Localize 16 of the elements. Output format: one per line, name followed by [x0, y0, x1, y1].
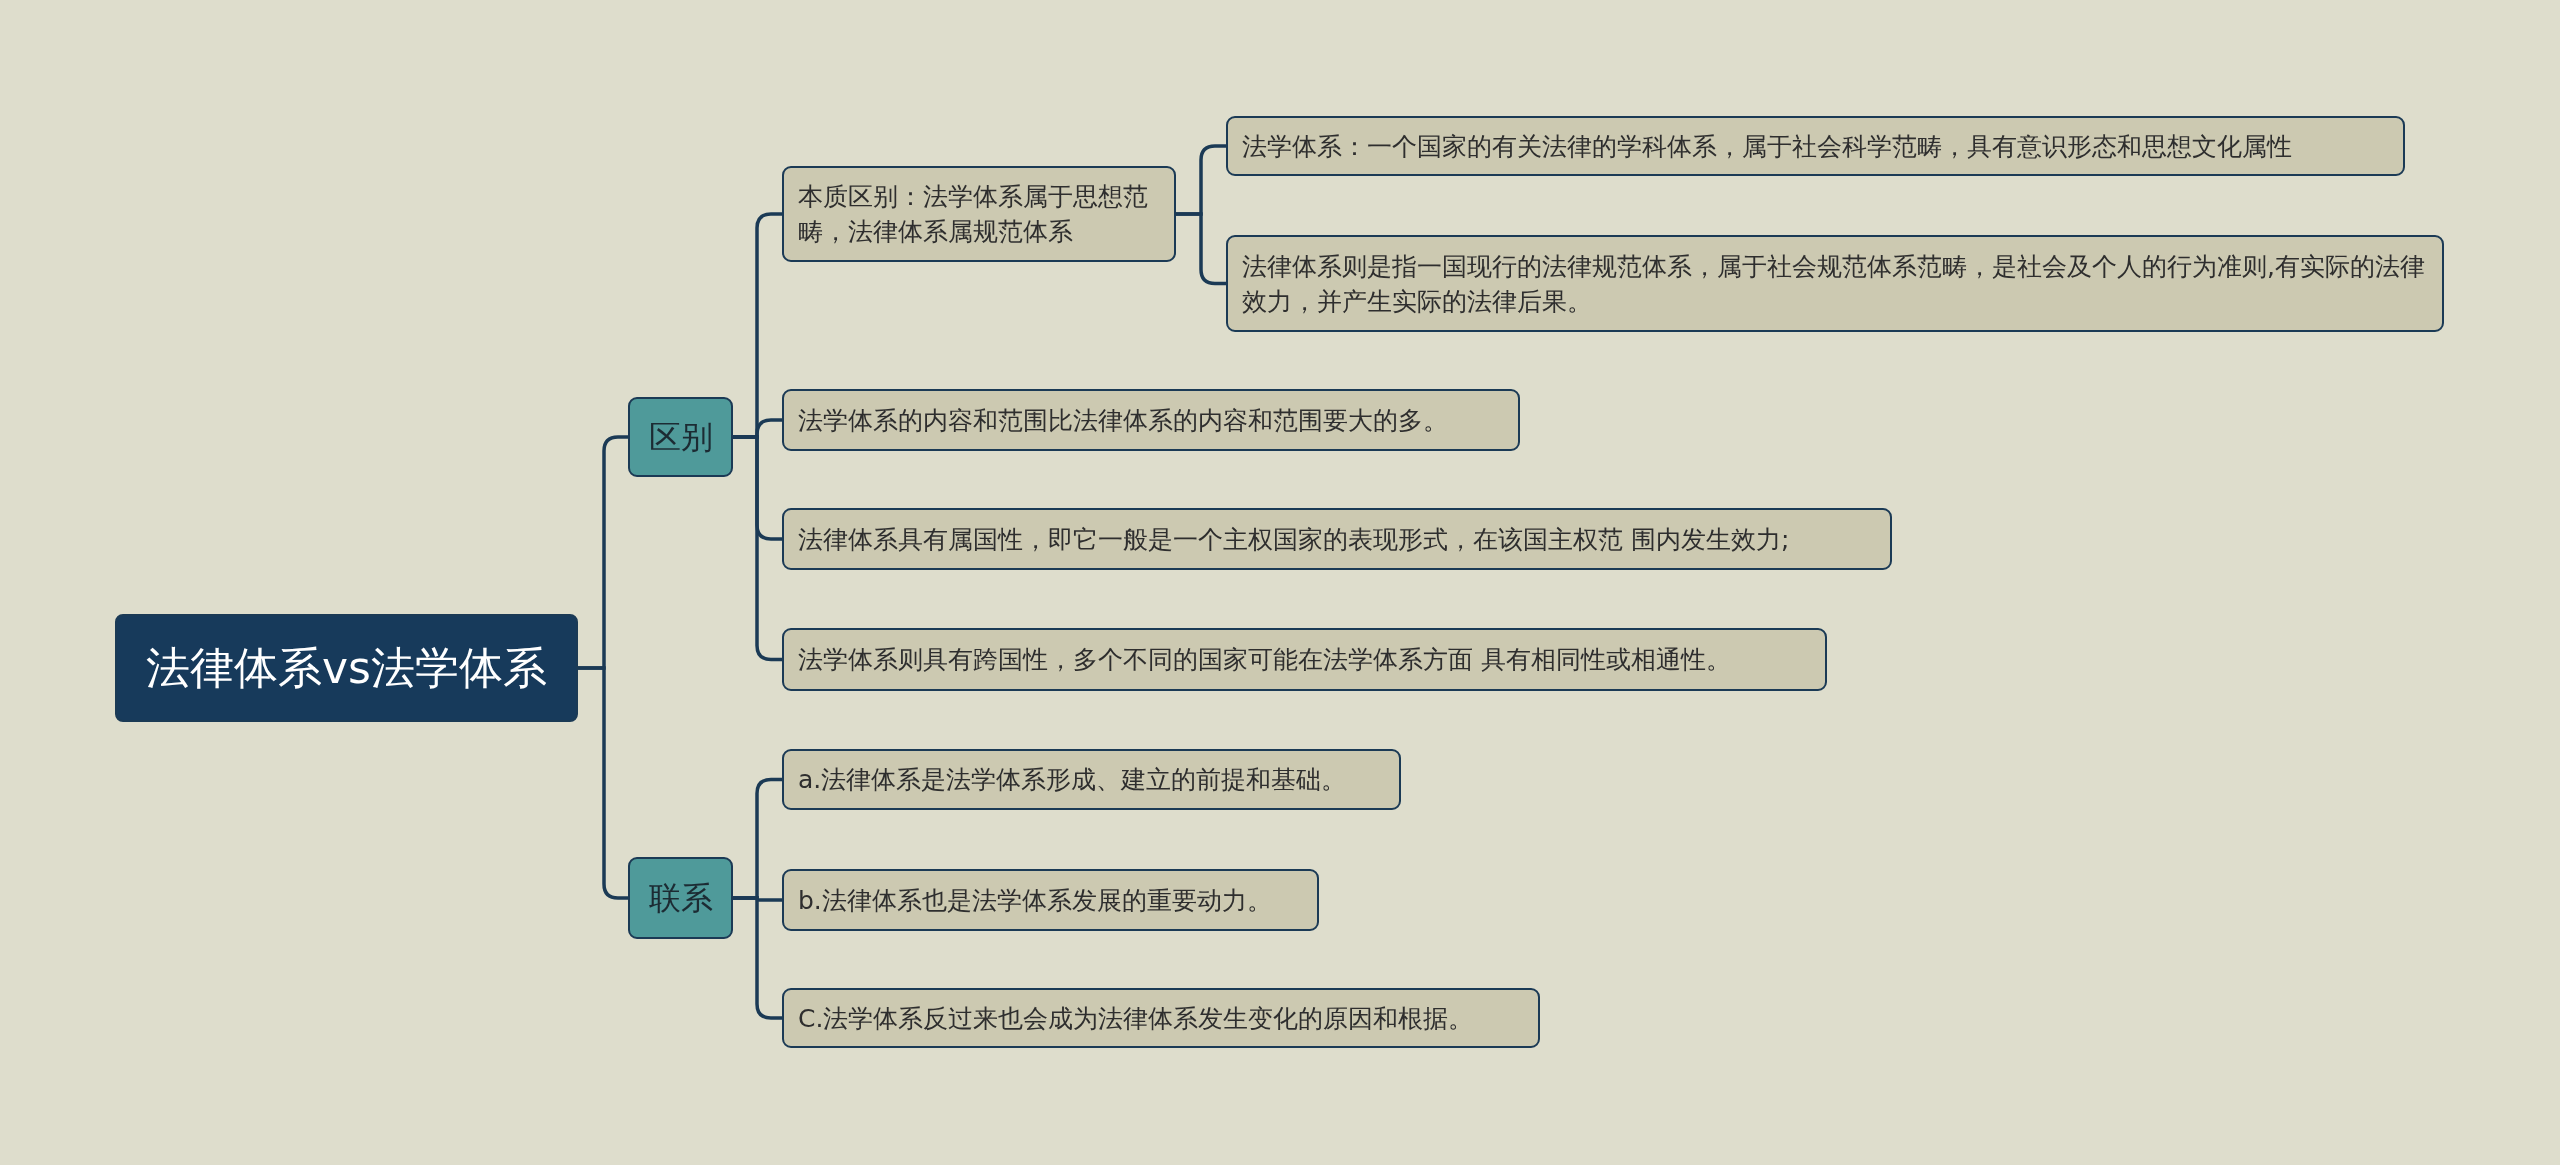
topic-box: 法律体系则是指一国现行的法律规范体系，属于社会规范体系范畴，是社会及个人的行为准则,有实际的法律效力，并产生实际的法律后果。 [1226, 235, 2444, 332]
connector-line [733, 896, 782, 1020]
connector-line [1176, 212, 1226, 286]
topic-box: C.法学体系反过来也会成为法律体系发生变化的原因和根据。 [782, 988, 1540, 1048]
topic-box: b.法律体系也是法学体系发展的重要动力。 [782, 869, 1319, 931]
topic-box: 法律体系具有属国性，即它一般是一个主权国家的表现形式，在该国主权范 围内发生效力; [782, 508, 1892, 570]
branch-node: 联系 [628, 857, 733, 939]
topic-box: a.法律体系是法学体系形成、建立的前提和基础。 [782, 749, 1401, 810]
root-node: 法律体系vs法学体系 [115, 614, 578, 722]
topic-box: 法学体系则具有跨国性，多个不同的国家可能在法学体系方面 具有相同性或相通性。 [782, 628, 1827, 691]
connector-line [578, 666, 628, 900]
topic-box: 法学体系的内容和范围比法律体系的内容和范围要大的多。 [782, 389, 1520, 451]
topic-box: 法学体系：一个国家的有关法律的学科体系，属于社会科学范畴，具有意识形态和思想文化属性 [1226, 116, 2405, 176]
connector-line [733, 435, 782, 662]
topic-box: 本质区别：法学体系属于思想范畴，法律体系属规范体系 [782, 166, 1176, 262]
branch-node: 区别 [628, 397, 733, 477]
